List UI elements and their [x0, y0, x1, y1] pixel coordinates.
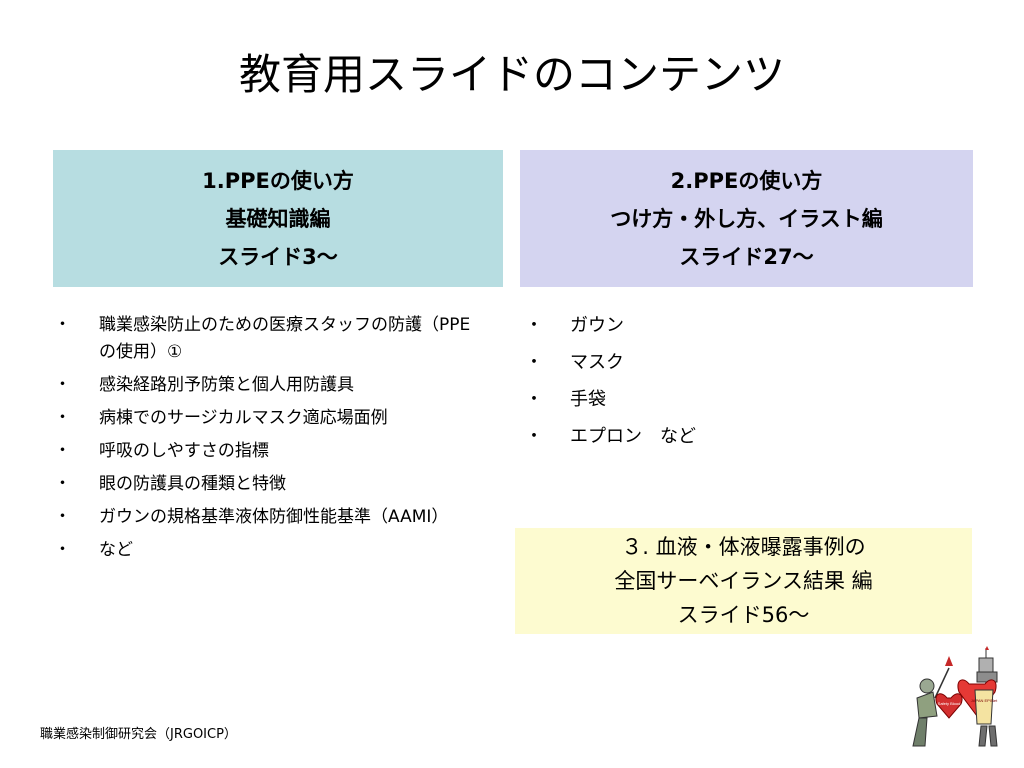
right-figure-icon: JAPAN EPINet: [957, 646, 998, 747]
section2-line-2: つけ方・外し方、イラスト編: [610, 206, 883, 231]
list-item: ガウン: [525, 312, 905, 340]
left-sign-text: Safety Blood: [938, 701, 961, 706]
section2-list: ガウン マスク 手袋 エプロン など: [525, 312, 905, 460]
section1-line-2: 基礎知識編: [225, 206, 331, 231]
section2-line-1: 2.PPEの使い方: [670, 168, 823, 193]
section2-line-3: スライド27～: [679, 244, 814, 269]
list-item: ガウンの規格基準液体防御性能基準（AAMI）: [54, 504, 474, 531]
list-item: 眼の防護具の種類と特徴: [54, 471, 474, 498]
section3-box: ３. 血液・体液曝露事例の 全国サーベイランス結果 編 スライド56～: [515, 528, 972, 634]
list-item: など: [54, 537, 474, 564]
list-item: マスク: [525, 349, 905, 377]
list-item: エプロン など: [525, 423, 905, 451]
section1-line-3: スライド3～: [218, 244, 338, 269]
left-figure-icon: [912, 656, 953, 747]
section1-list: 職業感染防止のための医療スタッフの防護（PPEの使用）① 感染経路別予防策と個人…: [54, 312, 474, 570]
footer-credit: 職業感染制御研究会（JRGOICP）: [40, 727, 237, 742]
left-heart-sign-icon: Safety Blood: [935, 693, 963, 719]
section2-box: 2.PPEの使い方 つけ方・外し方、イラスト編 スライド27～: [520, 150, 973, 287]
section3-line-2: 全国サーベイランス結果 編: [614, 569, 873, 593]
section1-box: 1.PPEの使い方 基礎知識編 スライド3～: [53, 150, 503, 287]
list-item: 感染経路別予防策と個人用防護具: [54, 372, 474, 399]
page-title: 教育用スライドのコンテンツ: [238, 50, 785, 99]
two-figures-with-hearts-illustration: Safety Blood JAPAN EPINet: [912, 646, 998, 747]
list-item: 病棟でのサージカルマスク適応場面例: [54, 405, 474, 432]
right-sign-text: JAPAN EPINet: [971, 698, 998, 703]
section1-line-1: 1.PPEの使い方: [202, 168, 354, 193]
section3-line-1: ３. 血液・体液曝露事例の: [621, 535, 866, 559]
section3-line-3: スライド56～: [677, 603, 810, 627]
list-item: 手袋: [525, 386, 905, 414]
list-item: 呼吸のしやすさの指標: [54, 438, 474, 465]
list-item: 職業感染防止のための医療スタッフの防護（PPEの使用）①: [54, 312, 474, 366]
